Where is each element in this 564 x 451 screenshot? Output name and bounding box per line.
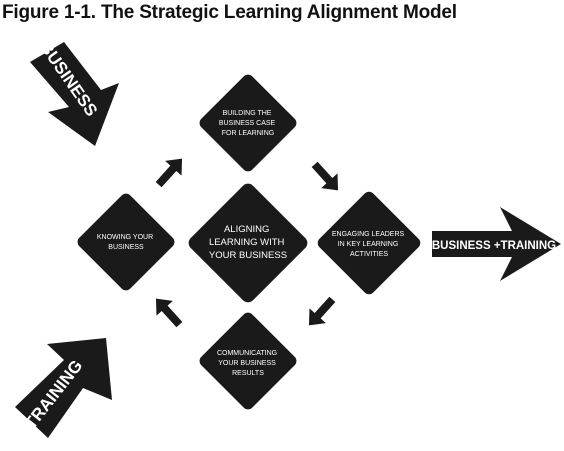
stage-bottom-line-1: COMMUNICATING — [217, 350, 277, 357]
stage-bottom-line-2: YOUR BUSINESS — [218, 360, 276, 367]
stage-bottom-text: COMMUNICATING YOUR BUSINESS RESULTS — [217, 350, 279, 377]
stage-right-line-2: IN KEY LEARNING — [338, 241, 399, 248]
business-input-arrow: BUSINESS — [30, 38, 119, 146]
stage-diamond-right: ENGAGING LEADERS IN KEY LEARNING ACTIVIT… — [317, 191, 421, 295]
stage-right-text: ENGAGING LEADERS IN KEY LEARNING ACTIVIT… — [332, 231, 406, 258]
center-line-2: LEARNING WITH — [209, 237, 285, 248]
output-arrow: BUSINESS +TRAINING — [432, 207, 561, 281]
cycle-arrow-right-to-bottom — [308, 296, 336, 326]
cycle-arrow-left-to-top — [155, 158, 183, 188]
output-arrow-label: BUSINESS +TRAINING — [432, 240, 556, 252]
stage-right-line-1: ENGAGING LEADERS — [332, 231, 405, 238]
stage-left-line-2: BUSINESS — [108, 244, 144, 251]
stage-top-line-1: BUILDING THE — [223, 110, 272, 117]
stage-left-text: KNOWING YOUR BUSINESS — [97, 234, 155, 251]
center-line-3: YOUR BUSINESS — [209, 250, 287, 261]
stage-diamond-left: KNOWING YOUR BUSINESS — [77, 193, 175, 291]
stage-left-line-1: KNOWING YOUR — [97, 234, 153, 241]
stage-top-text: BUILDING THE BUSINESS CASE FOR LEARNING — [219, 110, 277, 137]
training-input-arrow: TRAINING — [15, 338, 112, 438]
stage-top-line-2: BUSINESS CASE — [219, 120, 276, 127]
center-text: ALIGNING LEARNING WITH YOUR BUSINESS — [209, 224, 287, 261]
center-line-1: ALIGNING — [224, 224, 269, 235]
center-diamond: ALIGNING LEARNING WITH YOUR BUSINESS — [188, 183, 308, 303]
figure-title: Figure 1-1. The Strategic Learning Align… — [2, 2, 457, 23]
stage-diamond-top: BUILDING THE BUSINESS CASE FOR LEARNING — [199, 74, 297, 172]
cycle-arrow-top-to-right — [311, 161, 339, 191]
stage-bottom-line-3: RESULTS — [232, 370, 264, 377]
stage-top-line-3: FOR LEARNING — [222, 130, 275, 137]
stage-right-line-3: ACTIVITIES — [350, 251, 388, 258]
stage-diamond-bottom: COMMUNICATING YOUR BUSINESS RESULTS — [199, 312, 297, 410]
cycle-arrow-bottom-to-left — [155, 298, 183, 328]
